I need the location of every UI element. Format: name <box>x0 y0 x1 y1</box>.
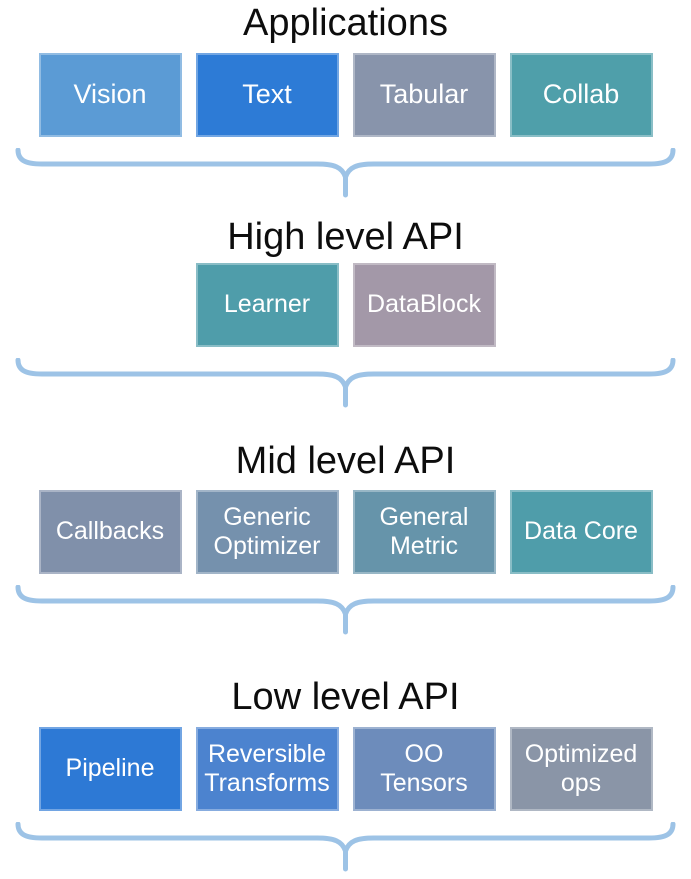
box-generic-optimizer: Generic Optimizer <box>195 490 339 574</box>
brace-icon <box>15 585 676 635</box>
layer-title-applications: Applications <box>243 2 448 44</box>
layer-title-low-level: Low level API <box>231 676 460 718</box>
box-optimized-ops: Optimized ops <box>509 727 653 811</box>
box-callbacks: Callbacks <box>38 490 182 574</box>
box-oo-tensors: OO Tensors <box>352 727 496 811</box>
box-reversible-transforms: Reversible Transforms <box>195 727 339 811</box>
box-learner: Learner <box>195 263 339 347</box>
layer-title-high-level: High level API <box>227 216 464 258</box>
brace-icon <box>15 148 676 198</box>
box-vision: Vision <box>38 53 182 137</box>
box-tabular: Tabular <box>352 53 496 137</box>
layer-title-mid-level: Mid level API <box>235 440 456 482</box>
row-applications: Vision Text Tabular Collab <box>0 53 691 137</box>
box-datablock: DataBlock <box>352 263 496 347</box>
brace-icon <box>15 358 676 408</box>
brace-icon <box>15 822 676 872</box>
box-data-core: Data Core <box>509 490 653 574</box>
row-low-level: Pipeline Reversible Transforms OO Tensor… <box>0 727 691 811</box>
box-general-metric: General Metric <box>352 490 496 574</box>
box-pipeline: Pipeline <box>38 727 182 811</box>
row-mid-level: Callbacks Generic Optimizer General Metr… <box>0 490 691 574</box>
box-text: Text <box>195 53 339 137</box>
box-collab: Collab <box>509 53 653 137</box>
row-high-level: Learner DataBlock <box>0 263 691 347</box>
